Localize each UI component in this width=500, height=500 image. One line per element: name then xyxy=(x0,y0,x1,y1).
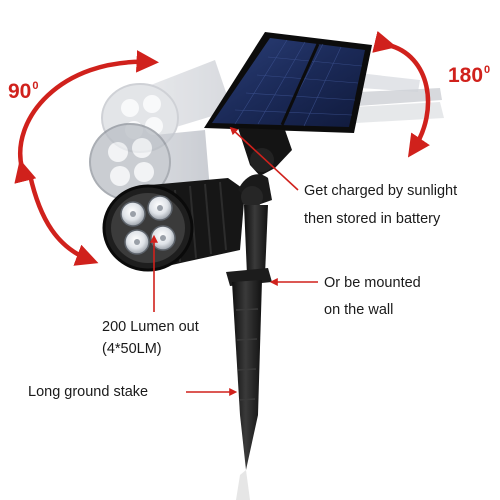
callout-line: then stored in battery xyxy=(304,211,441,227)
rotation-arrow-icon xyxy=(27,174,99,266)
callout-line: 200 Lumen out xyxy=(102,319,199,335)
callout-line: Get charged by sunlight xyxy=(304,183,458,199)
callout-wall-mount: Or be mounted on the wall xyxy=(324,272,421,321)
ground-stake xyxy=(226,205,272,500)
led-bulb-icon xyxy=(120,195,176,255)
swivel-joint xyxy=(238,128,292,208)
rotation-arrow-icon xyxy=(372,30,431,158)
rotation-label-90: 900 xyxy=(8,80,38,104)
solar-panel xyxy=(204,32,372,133)
callout-line: on the wall xyxy=(324,302,394,318)
rotation-value: 180 xyxy=(448,64,484,87)
degree-mark: 0 xyxy=(484,64,491,76)
callout-ground-stake: Long ground stake xyxy=(28,381,148,403)
callout-line: Or be mounted xyxy=(324,275,421,291)
callout-arrow-icon xyxy=(229,126,299,191)
rotation-arrow-icon xyxy=(14,50,159,184)
rotation-value: 90 xyxy=(8,80,32,103)
rotation-label-180: 1800 xyxy=(448,64,490,88)
degree-mark: 0 xyxy=(32,80,39,92)
lamp-head xyxy=(102,178,245,272)
callout-lumen: 200 Lumen out (4*50LM) xyxy=(102,316,199,360)
callout-line: Long ground stake xyxy=(28,384,149,400)
callout-line: (4*50LM) xyxy=(102,341,162,357)
callout-solar-charge: Get charged by sunlight then stored in b… xyxy=(304,180,457,230)
